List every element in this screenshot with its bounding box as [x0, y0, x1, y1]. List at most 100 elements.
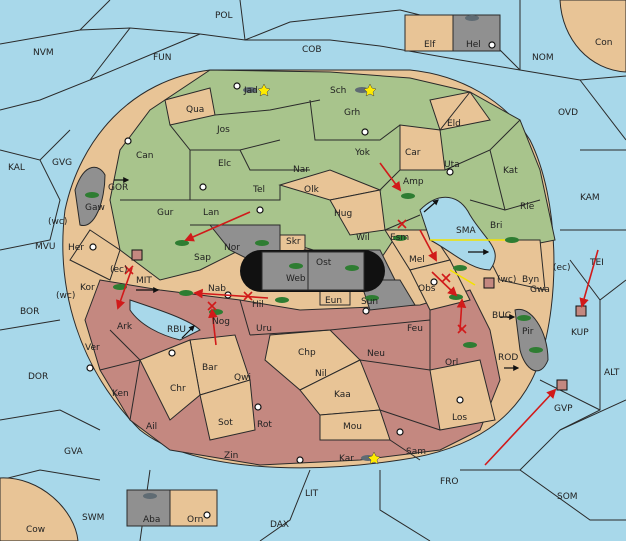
label-pol: POL: [215, 11, 233, 21]
orn-box: [169, 489, 218, 527]
svg-text:SMA: SMA: [456, 226, 476, 236]
svg-text:Gaw: Gaw: [85, 203, 105, 213]
svg-text:Ver: Ver: [85, 343, 100, 353]
svg-text:(ec): (ec): [553, 263, 571, 273]
svg-text:Rot: Rot: [257, 420, 272, 430]
svg-text:Byn: Byn: [522, 275, 539, 285]
svg-text:Esm: Esm: [390, 233, 409, 243]
svg-text:Ken: Ken: [112, 389, 129, 399]
gray-provinces: [74, 14, 549, 527]
svg-text:Elc: Elc: [218, 159, 231, 169]
svg-text:(wc): (wc): [48, 217, 67, 227]
svg-text:Car: Car: [405, 148, 421, 158]
svg-text:DAX: DAX: [270, 520, 289, 530]
svg-text:Nar: Nar: [293, 165, 309, 175]
svg-text:Neu: Neu: [367, 349, 385, 359]
svg-text:Obs: Obs: [418, 284, 436, 294]
convoy-links: [114, 177, 520, 371]
svg-text:SWM: SWM: [82, 513, 104, 523]
svg-text:Con: Con: [595, 38, 613, 48]
svg-text:(wc): (wc): [56, 291, 75, 301]
elf-box: [404, 14, 454, 52]
svg-text:Hel: Hel: [466, 40, 481, 50]
svg-text:NOM: NOM: [532, 53, 554, 63]
svg-text:Yok: Yok: [354, 148, 371, 158]
svg-text:FRO: FRO: [440, 477, 459, 487]
support-orders: [430, 239, 505, 286]
svg-text:(wc): (wc): [497, 275, 516, 285]
svg-text:Nor: Nor: [224, 243, 240, 253]
svg-text:Eld: Eld: [447, 119, 461, 129]
svg-text:KAM: KAM: [580, 193, 600, 203]
order-markers: [131, 249, 587, 391]
svg-text:Zin: Zin: [224, 451, 238, 461]
cow-territory: [0, 477, 79, 541]
svg-text:MIT: MIT: [136, 276, 152, 286]
green-borders: [120, 91, 541, 231]
svg-text:ALT: ALT: [604, 368, 620, 378]
svg-text:Rie: Rie: [520, 202, 535, 212]
svg-text:Kat: Kat: [503, 166, 518, 176]
inner-sea-rbu: [129, 299, 201, 341]
svg-text:Los: Los: [452, 413, 467, 423]
svg-text:Eun: Eun: [325, 296, 342, 306]
svg-text:Ost: Ost: [316, 258, 332, 268]
svg-text:Qwi: Qwi: [234, 373, 251, 383]
svg-text:Bri: Bri: [490, 221, 502, 231]
x-markers: [124, 219, 467, 334]
svg-text:Uta: Uta: [444, 160, 460, 170]
svg-text:FUN: FUN: [153, 53, 172, 63]
svg-text:Olk: Olk: [304, 185, 320, 195]
svg-text:BOR: BOR: [20, 307, 39, 317]
svg-text:Uru: Uru: [256, 324, 272, 334]
svg-text:DOR: DOR: [28, 372, 48, 382]
svg-text:Hil: Hil: [252, 300, 264, 310]
svg-text:Pir: Pir: [522, 327, 534, 337]
svg-text:Sch: Sch: [330, 86, 346, 96]
rose-borders: [99, 299, 441, 461]
svg-text:Grh: Grh: [344, 108, 360, 118]
svg-text:Cow: Cow: [26, 525, 45, 535]
svg-text:Sam: Sam: [406, 447, 426, 457]
svg-text:Ail: Ail: [146, 422, 157, 432]
svg-text:TEI: TEI: [589, 258, 604, 268]
svg-text:Sun: Sun: [361, 297, 378, 307]
capital-inner: [261, 251, 365, 291]
svg-text:GOR: GOR: [108, 183, 128, 193]
svg-text:Kor: Kor: [80, 283, 95, 293]
svg-text:RBU: RBU: [167, 325, 186, 335]
svg-text:Jad: Jad: [243, 86, 258, 96]
svg-text:ROD: ROD: [498, 353, 518, 363]
svg-text:Lan: Lan: [203, 208, 219, 218]
svg-text:Gwa: Gwa: [530, 285, 550, 295]
svg-text:OVD: OVD: [558, 108, 578, 118]
svg-text:Orl: Orl: [445, 358, 458, 368]
svg-text:SOM: SOM: [557, 492, 578, 502]
svg-text:Can: Can: [136, 151, 154, 161]
svg-text:Bar: Bar: [202, 363, 218, 373]
con-territory: [559, 0, 626, 73]
svg-text:Sap: Sap: [194, 253, 211, 263]
svg-text:Orn: Orn: [187, 515, 203, 525]
svg-text:Amp: Amp: [403, 177, 424, 187]
svg-text:Kaa: Kaa: [334, 390, 351, 400]
svg-text:LIT: LIT: [305, 489, 319, 499]
stars: [257, 83, 381, 465]
province-labels: POL NVM FUN COB Elf Hel Con NOM OVD KAL …: [8, 11, 620, 535]
svg-text:Nil: Nil: [315, 369, 327, 379]
svg-text:Feu: Feu: [407, 324, 423, 334]
svg-text:Web: Web: [286, 274, 306, 284]
svg-text:Nab: Nab: [208, 284, 226, 294]
svg-text:COB: COB: [302, 45, 322, 55]
svg-text:KUP: KUP: [571, 328, 589, 338]
svg-text:Ark: Ark: [117, 322, 133, 332]
svg-text:Jos: Jos: [216, 125, 230, 135]
svg-text:Qua: Qua: [186, 105, 204, 115]
svg-text:Chr: Chr: [170, 384, 186, 394]
svg-text:Kar: Kar: [339, 454, 354, 464]
move-orders: [116, 162, 599, 466]
svg-text:Mou: Mou: [343, 422, 362, 432]
svg-text:Mel: Mel: [409, 255, 425, 265]
